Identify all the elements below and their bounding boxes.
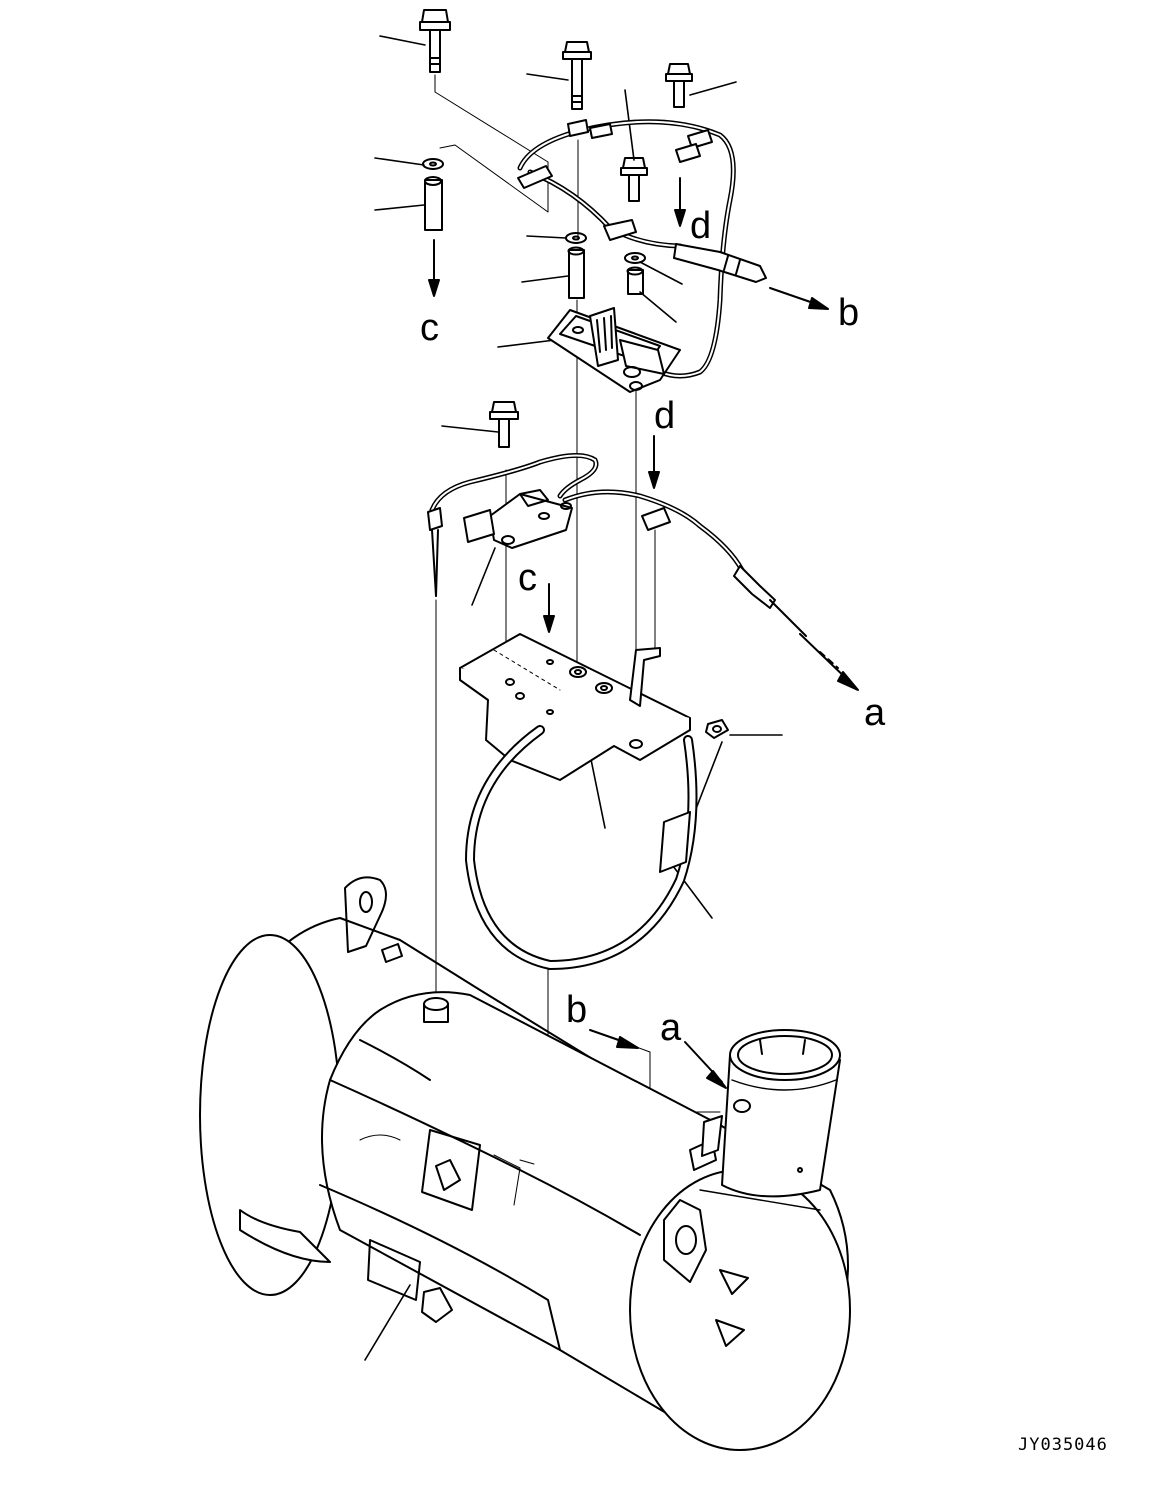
bolt-5 — [489, 401, 519, 448]
long-bolt — [419, 9, 451, 73]
ref-label-c-top: c — [420, 307, 439, 349]
upper-harness — [517, 119, 767, 379]
bolt-2 — [562, 41, 592, 110]
bolt-3 — [665, 63, 693, 108]
ref-label-b-bottom: b — [566, 989, 587, 1031]
ref-label-d-top: d — [690, 205, 711, 247]
ref-label-c-mid: c — [518, 557, 537, 599]
leader-lines — [364, 35, 783, 1361]
middle-harness — [427, 453, 807, 637]
muffler-body — [199, 876, 851, 1451]
bolt-4 — [620, 157, 648, 202]
ref-label-d-mid: d — [654, 395, 675, 437]
drawing-number: JY035046 — [1018, 1435, 1108, 1455]
reference-arrows — [428, 177, 859, 1089]
middle-controller — [463, 489, 573, 549]
upper-controller — [547, 307, 681, 393]
ref-label-a-mid: a — [864, 692, 886, 734]
ref-label-b-top: b — [838, 292, 859, 334]
ref-label-a-bottom: a — [660, 1007, 682, 1049]
reference-labels: c b d d c a b a JY035046 — [420, 205, 1108, 1455]
mounting-band — [465, 725, 698, 970]
mounting-bracket — [459, 633, 691, 781]
outlet-pipe — [701, 1029, 841, 1198]
alignment-lines — [434, 74, 721, 1113]
washers-and-spacers — [422, 158, 729, 739]
